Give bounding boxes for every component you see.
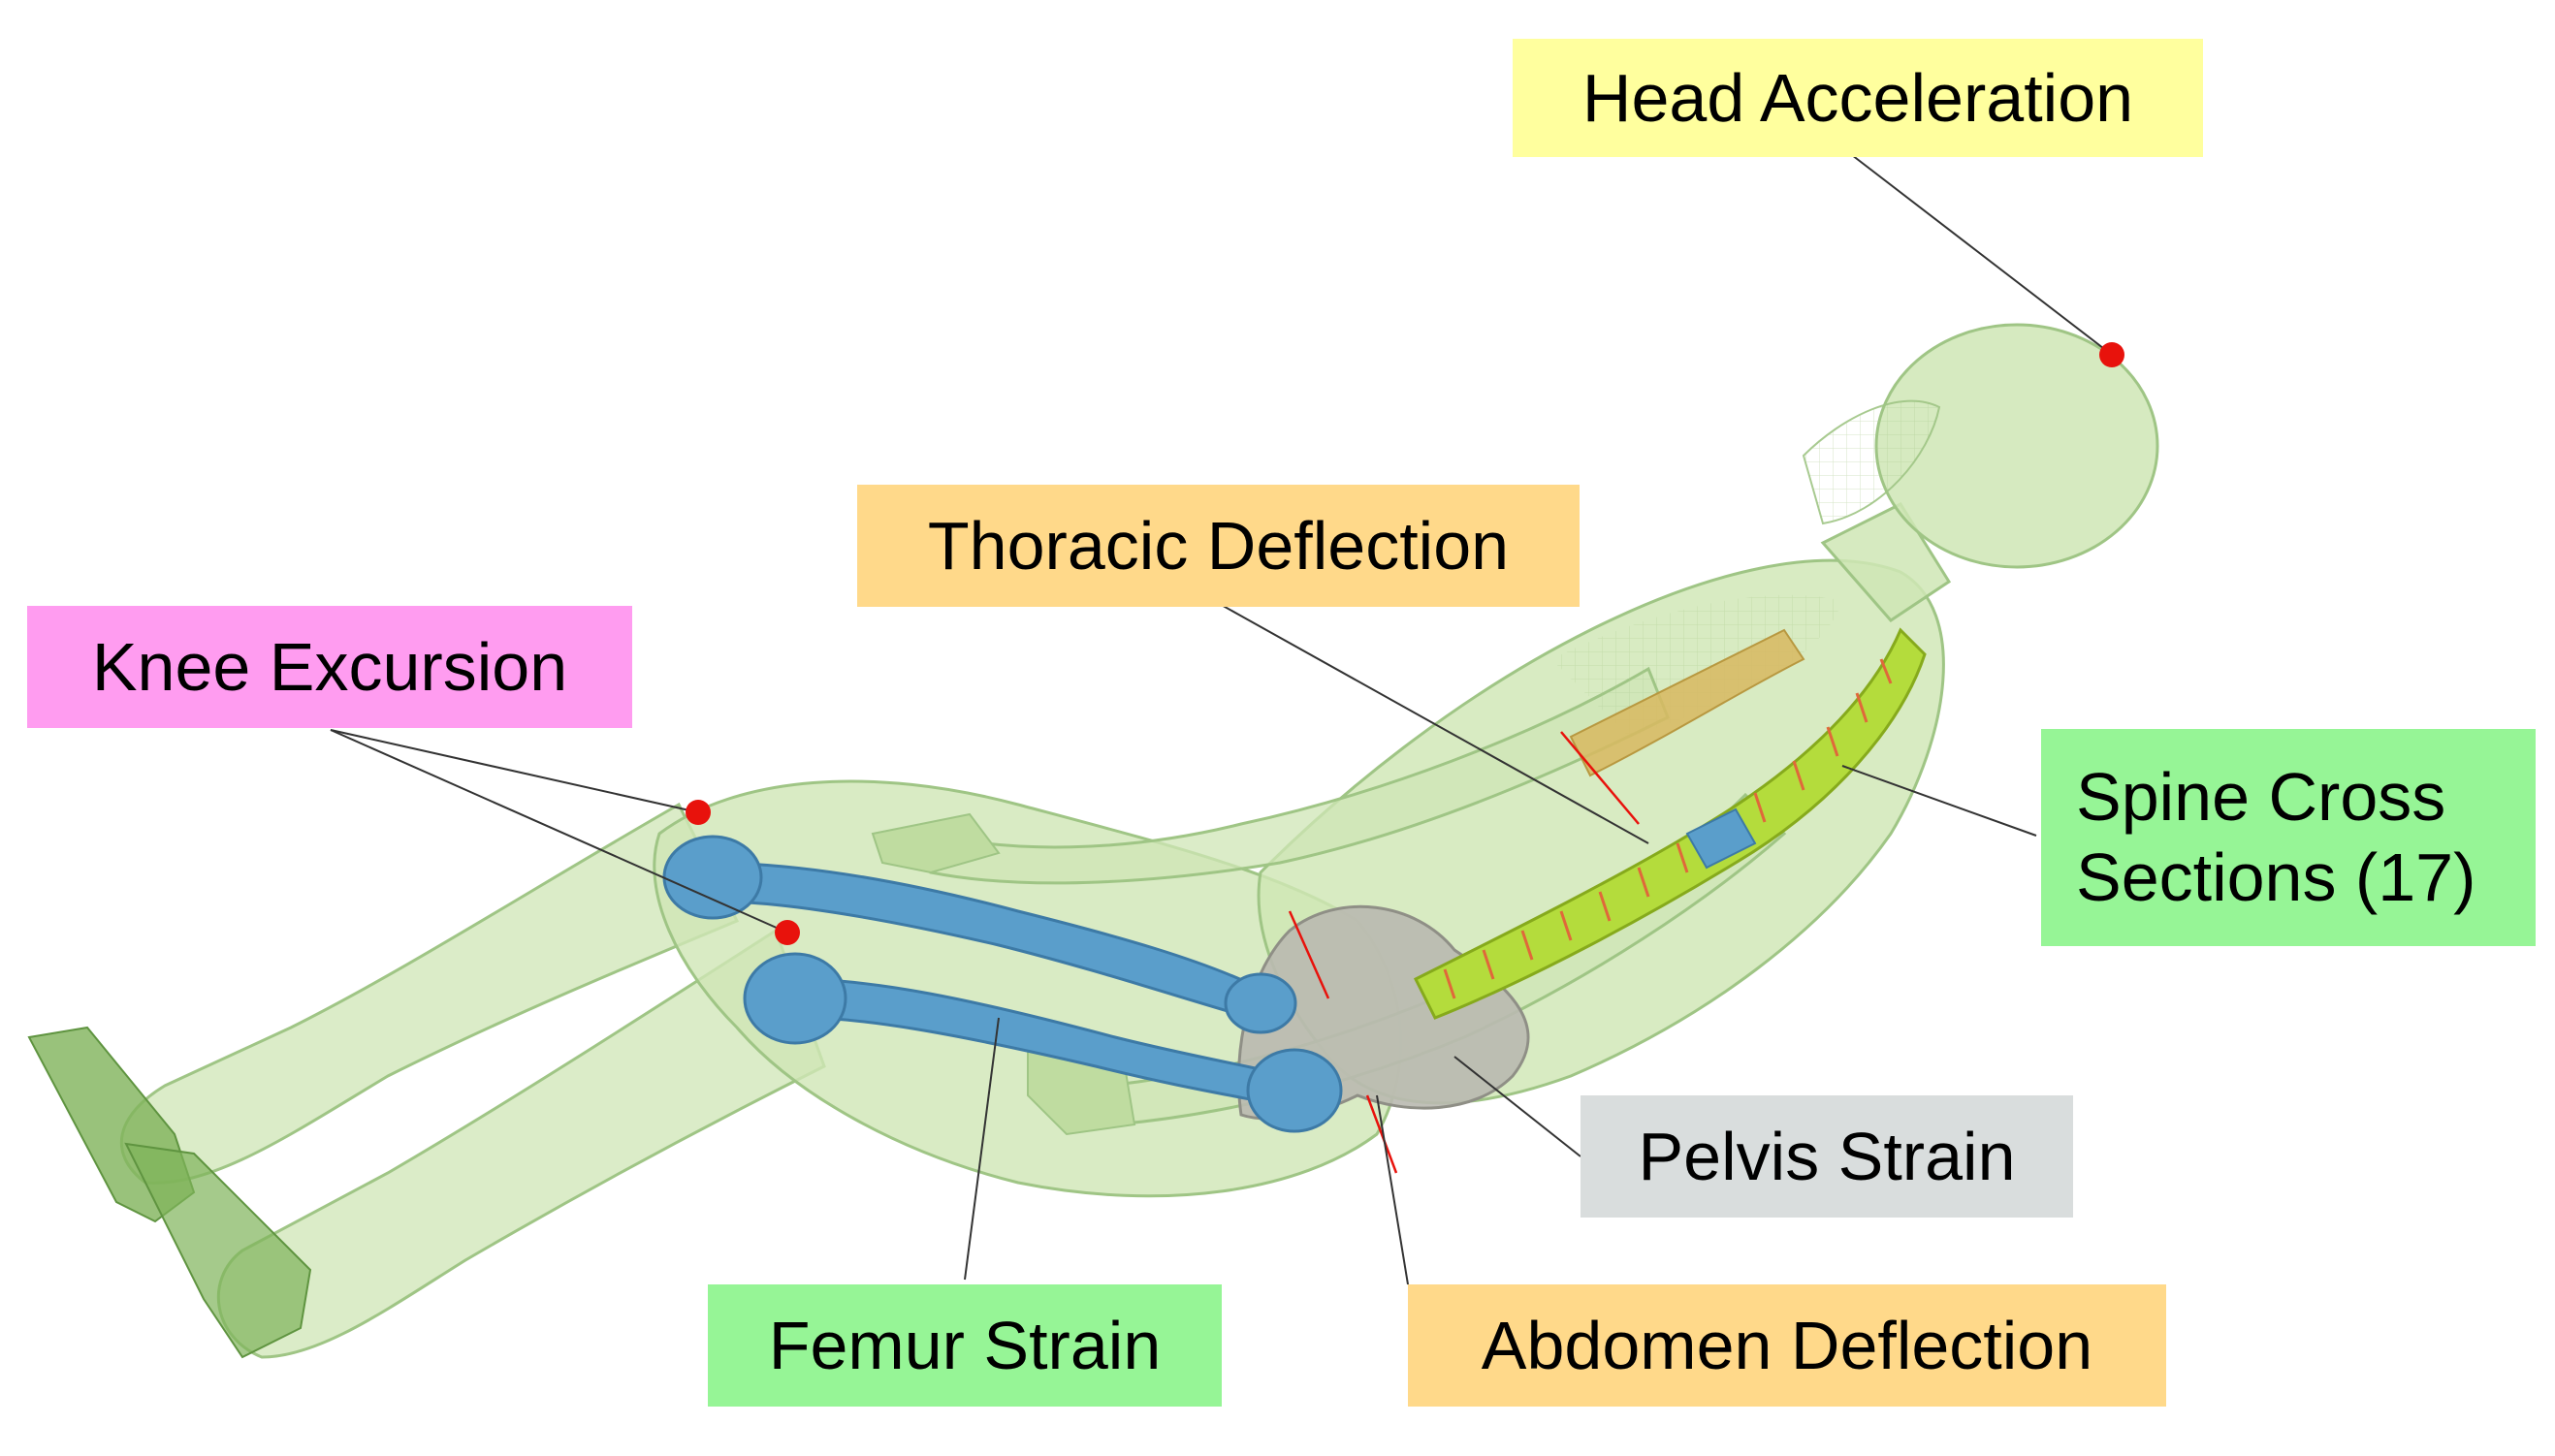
- label-spine-cross-sections-line1: Spine Cross: [2076, 759, 2446, 836]
- knee-marker-near: [775, 920, 800, 945]
- label-abdomen-deflection-text: Abdomen Deflection: [1481, 1307, 2093, 1383]
- label-femur-strain-text: Femur Strain: [768, 1307, 1162, 1383]
- label-thoracic-deflection-text: Thoracic Deflection: [927, 507, 1510, 584]
- label-spine-cross-sections: Spine Cross Sections (17): [2041, 729, 2536, 946]
- clavicle-bone: [1569, 628, 1805, 777]
- label-head-acceleration: Head Acceleration: [1513, 39, 2203, 157]
- label-knee-excursion: Knee Excursion: [27, 606, 632, 728]
- deflection-markers: [1288, 731, 1640, 1174]
- leader-lines: [330, 154, 2113, 1285]
- spine-column: [1413, 627, 1927, 1020]
- label-pelvis-strain-text: Pelvis Strain: [1638, 1118, 2016, 1194]
- label-abdomen-deflection: Abdomen Deflection: [1408, 1284, 2166, 1407]
- label-femur-strain: Femur Strain: [708, 1284, 1222, 1407]
- label-knee-excursion-text: Knee Excursion: [91, 628, 568, 705]
- head-sensor-marker: [2099, 342, 2124, 367]
- label-pelvis-strain: Pelvis Strain: [1581, 1095, 2073, 1218]
- knee-marker-far: [686, 800, 711, 825]
- label-head-acceleration-text: Head Acceleration: [1581, 59, 2134, 136]
- label-spine-cross-sections-line2: Sections (17): [2076, 839, 2476, 915]
- femur-bones: [662, 835, 1343, 1133]
- label-thoracic-deflection: Thoracic Deflection: [857, 485, 1580, 607]
